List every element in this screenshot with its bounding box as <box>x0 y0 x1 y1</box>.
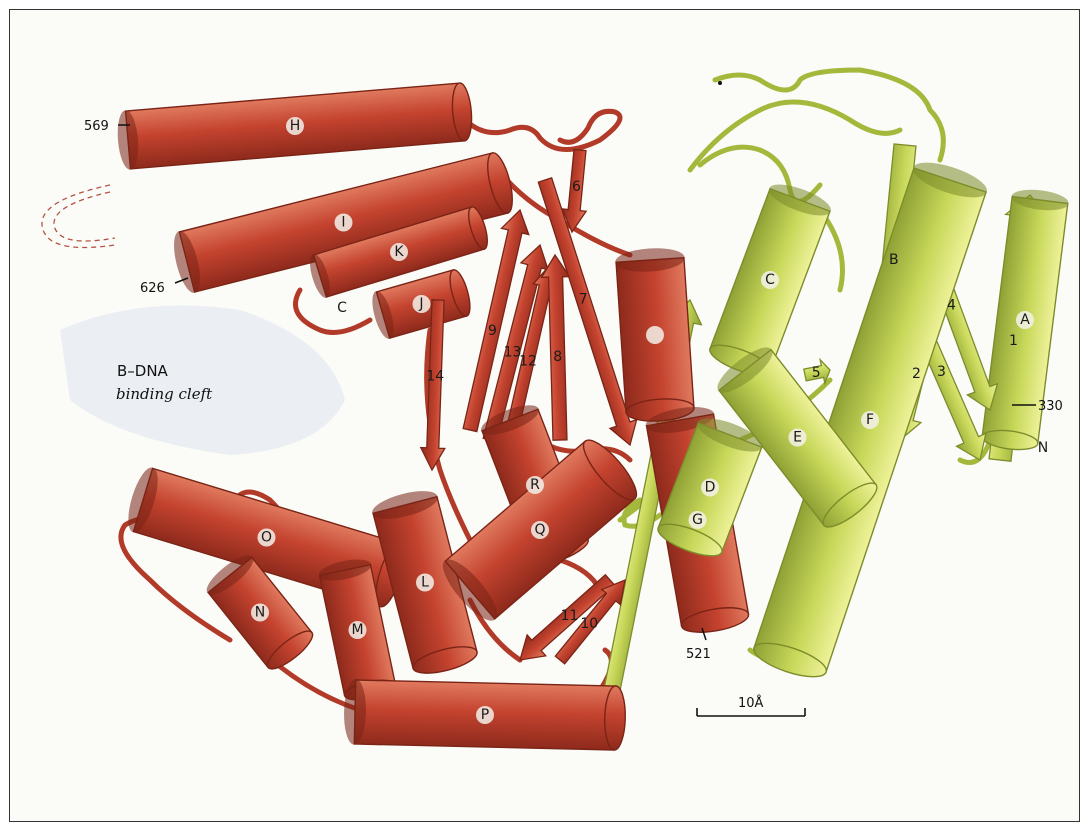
c-terminus-label: C <box>337 300 347 316</box>
helix-G-label: G <box>692 512 703 528</box>
helix-D-label: D <box>705 480 716 496</box>
strand-12-label: 12 <box>519 353 537 369</box>
strand-6-label: 6 <box>572 179 581 195</box>
helix-H-label: H <box>290 118 301 134</box>
strand-8-label: 8 <box>553 349 562 365</box>
strand-2-label: 2 <box>912 366 921 382</box>
dna-binding-cleft-shadow <box>60 306 345 456</box>
strand-4-label: 4 <box>947 298 956 314</box>
helix-O-label: O <box>261 530 272 546</box>
residue-330-label: 330 <box>1038 399 1063 414</box>
helix-R-label: R <box>530 477 540 493</box>
dashed-loop <box>42 185 115 248</box>
residue-521-label: 521 <box>686 647 711 662</box>
helix-K-label: K <box>394 244 404 260</box>
helix-F-label: F <box>866 412 874 428</box>
cleft-label-line1: B–DNA <box>117 362 169 380</box>
scale-bar-label: 10Å <box>738 695 764 711</box>
strand-3-label: 3 <box>937 364 946 380</box>
helix-L-label: L <box>421 575 429 591</box>
helix-M-label: M <box>351 622 363 638</box>
cleft-label-line2: binding cleft <box>116 385 213 403</box>
helix-A-label: A <box>1020 312 1030 328</box>
helix-P-label: P <box>481 707 489 723</box>
residue-626-label: 626 <box>140 281 165 296</box>
strand-9-label: 9 <box>488 323 497 339</box>
strand-14-label: 14 <box>426 369 444 385</box>
helix-Q-label: Q <box>534 522 545 538</box>
helix-E-label: E <box>793 430 802 446</box>
residue-569-label: 569 <box>84 119 109 134</box>
strand-B-label: B <box>889 252 899 268</box>
helix-I-label: I <box>341 215 345 231</box>
strand-5-label: 5 <box>812 365 821 381</box>
n-terminus-label: N <box>1038 440 1048 456</box>
helix-N-label: N <box>255 605 265 621</box>
helix-C-label: C <box>765 272 775 288</box>
strand-10-label: 10 <box>580 616 598 632</box>
strand-7-label: 7 <box>579 291 588 307</box>
strand-1-label: 1 <box>1009 333 1018 349</box>
dot <box>718 81 722 85</box>
strand-11-label: 11 <box>561 608 579 624</box>
helix-J-label: J <box>418 296 423 312</box>
